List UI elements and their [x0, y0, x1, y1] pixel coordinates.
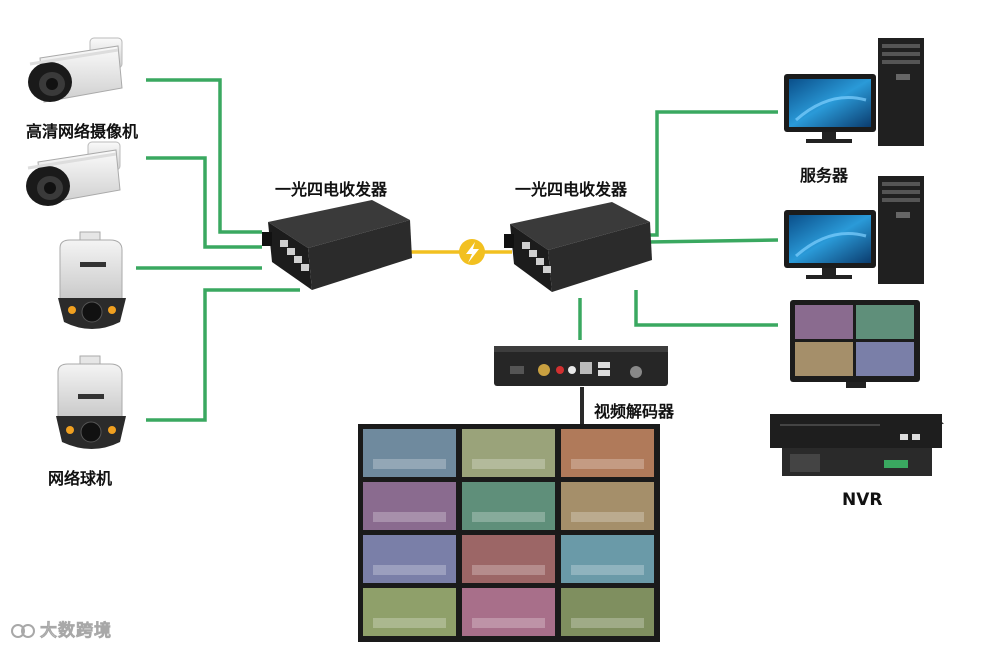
video-wall-tile-detail: [373, 512, 446, 522]
server-1: [784, 38, 924, 146]
video-wall-tile: [462, 588, 555, 636]
video-wall-tile-detail: [571, 565, 644, 575]
video-decoder: [494, 346, 668, 386]
video-wall: [358, 424, 660, 642]
watermark: 大数跨境: [10, 616, 112, 641]
video-wall-tile: [462, 482, 555, 530]
label-nvr: NVR: [842, 490, 883, 510]
video-wall-tile-detail: [571, 459, 644, 469]
label-server: 服务器: [800, 166, 849, 185]
camera-cables: [136, 78, 300, 422]
media-converter-right: [504, 202, 652, 292]
video-wall-tile: [363, 588, 456, 636]
video-wall-tile: [561, 588, 654, 636]
monitor-tile: [856, 305, 914, 339]
monitor-tile: [795, 305, 853, 339]
brand-logo-icon: [11, 624, 35, 638]
video-wall-tile-detail: [373, 565, 446, 575]
video-wall-tile: [363, 429, 456, 477]
video-wall-tile: [561, 535, 654, 583]
hd-camera-2: [26, 141, 121, 206]
hd-camera-1: [28, 37, 123, 103]
video-wall-tile-detail: [472, 618, 545, 628]
watermark-text: 大数跨境: [40, 621, 112, 642]
label-decoder: 视频解码器: [594, 402, 675, 421]
monitor-tile: [856, 342, 914, 376]
video-wall-tile-detail: [373, 618, 446, 628]
server-2: [784, 176, 924, 284]
video-wall-tile: [462, 429, 555, 477]
label-dome-camera: 网络球机: [48, 469, 113, 488]
video-wall-tile: [363, 482, 456, 530]
monitor-tile: [795, 342, 853, 376]
nvr-recorder: [770, 414, 944, 476]
video-wall-tile-detail: [373, 459, 446, 469]
label-hd-camera: 高清网络摄像机: [26, 122, 139, 141]
video-wall-tile: [363, 535, 456, 583]
server-cables: [578, 110, 779, 340]
dome-camera-2: [56, 355, 126, 449]
video-wall-tile: [462, 535, 555, 583]
video-wall-tile-detail: [571, 512, 644, 522]
video-wall-tile-detail: [472, 459, 545, 469]
video-wall-tile: [561, 429, 654, 477]
video-wall-tile-detail: [472, 565, 545, 575]
nvr-monitor: [790, 300, 920, 388]
fiber-link: [405, 239, 512, 265]
dome-camera-1: [58, 231, 126, 329]
label-converter-left: 一光四电收发器: [275, 180, 388, 199]
label-converter-right: 一光四电收发器: [515, 180, 628, 199]
video-wall-tile-detail: [472, 512, 545, 522]
video-wall-tile-detail: [571, 618, 644, 628]
video-wall-tile: [561, 482, 654, 530]
media-converter-left: [262, 200, 412, 290]
